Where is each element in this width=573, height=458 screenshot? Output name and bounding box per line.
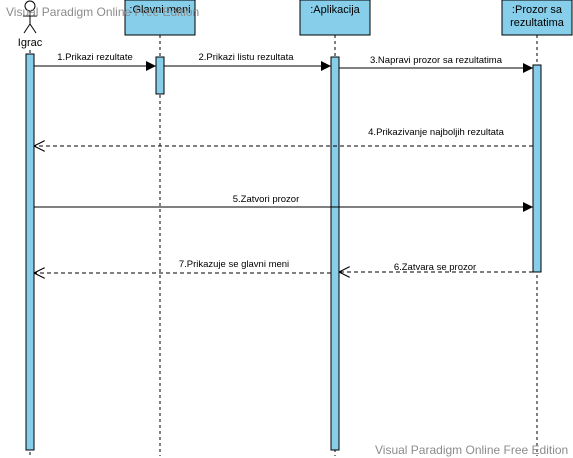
message-3-label: 3.Napravi prozor sa rezultatima xyxy=(370,55,503,66)
watermark-bottom: Visual Paradigm Online Free Edition xyxy=(375,443,569,457)
lifeline-header-glavni-meni[interactable]: :Glavni meni xyxy=(124,0,196,36)
message-6-label: 6.Zatvara se prozor xyxy=(394,262,476,273)
message-5-label: 5.Zatvori prozor xyxy=(233,194,300,205)
lifeline-title-prozor-line1: :Prozor sa xyxy=(512,4,563,16)
message-3[interactable]: 3.Napravi prozor sa rezultatima xyxy=(339,55,533,73)
activation-bar-aplikacija[interactable] xyxy=(330,56,340,451)
stick-figure-icon xyxy=(23,0,37,34)
message-2-label: 2.Prikazi listu rezultata xyxy=(198,52,294,63)
message-4-label: 4.Prikazivanje najboljih rezultata xyxy=(368,127,504,138)
message-7-label: 7.Prikazuje se glavni meni xyxy=(179,259,289,270)
message-1-label: 1.Prikazi rezultate xyxy=(57,52,133,63)
message-5[interactable]: 5.Zatvori prozor xyxy=(34,194,533,212)
actor-igrac[interactable]: Igrac xyxy=(18,0,43,49)
lifeline-title-prozor-line2: rezultatima xyxy=(510,17,565,29)
message-2[interactable]: 2.Prikazi listu rezultata xyxy=(164,52,331,71)
actor-name: Igrac xyxy=(18,37,43,49)
lifeline-header-aplikacija[interactable]: :Aplikacija xyxy=(299,0,371,36)
message-7[interactable]: 7.Prikazuje se glavni meni xyxy=(34,259,331,273)
message-1[interactable]: 1.Prikazi rezultate xyxy=(34,52,156,71)
activation-bar-igrac[interactable] xyxy=(25,53,35,451)
activation-bar-glavni-meni[interactable] xyxy=(155,56,165,95)
lifeline-title-glavni-meni: :Glavni meni xyxy=(129,4,190,16)
lifeline-header-prozor[interactable]: :Prozor sa rezultatima xyxy=(501,0,573,36)
activation-bar-prozor[interactable] xyxy=(532,64,542,273)
message-6[interactable]: 6.Zatvara se prozor xyxy=(339,262,533,273)
watermark-top: Visual Paradigm Online Free Edition xyxy=(6,5,200,19)
lifeline-title-aplikacija: :Aplikacija xyxy=(310,4,360,16)
message-4[interactable]: 4.Prikazivanje najboljih rezultata xyxy=(34,127,533,146)
